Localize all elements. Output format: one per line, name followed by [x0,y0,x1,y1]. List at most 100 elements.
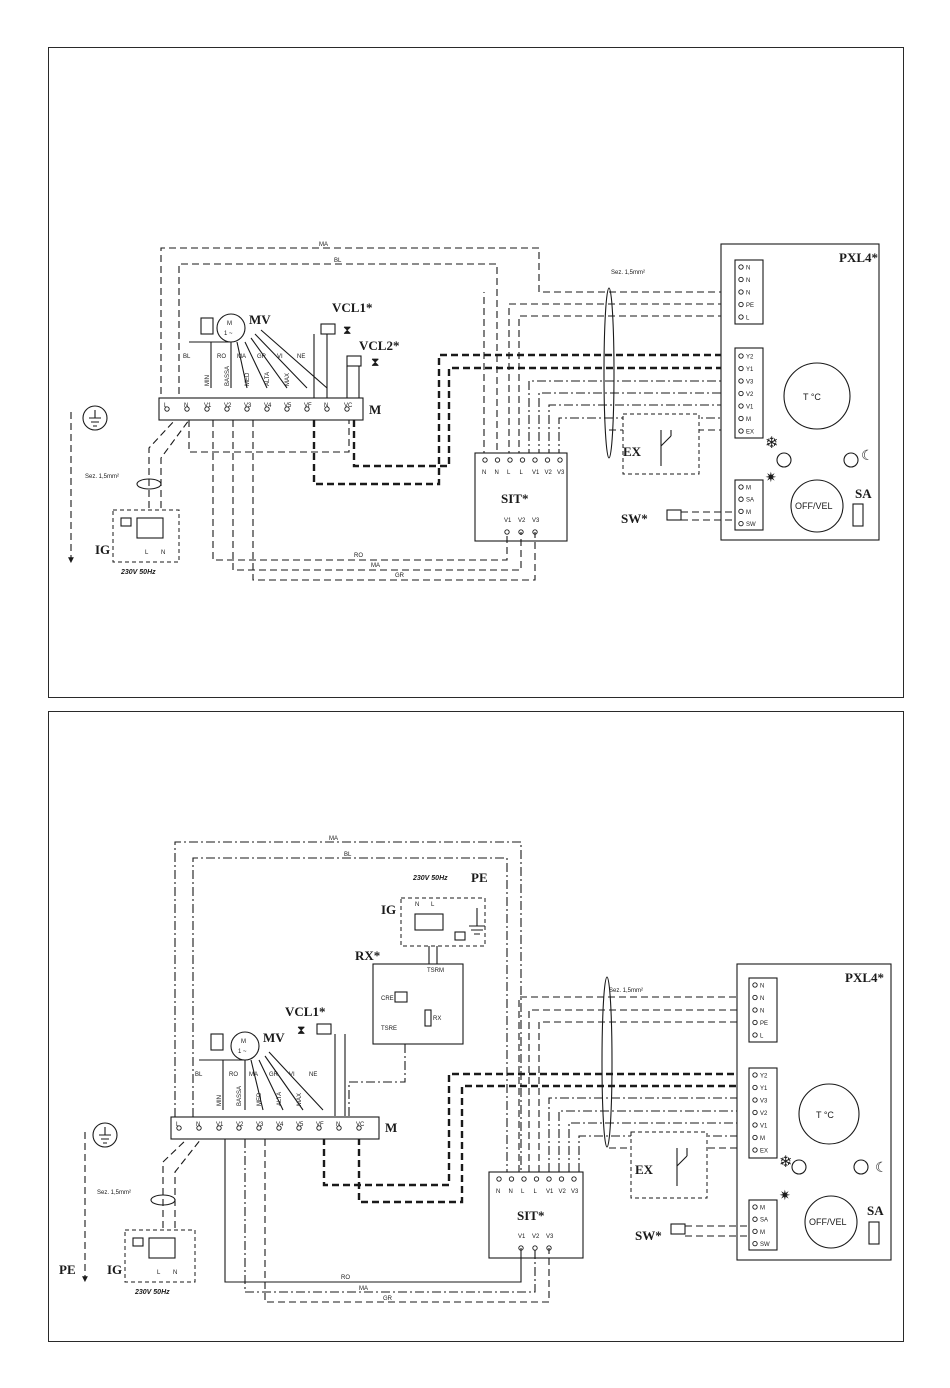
controller-power-2-terminal-label: N [760,984,764,990]
sit-top-terminal-label: V3 [557,470,565,476]
speed-label: MAX [285,373,291,386]
cool-led [776,452,792,468]
temperature-dial[interactable] [783,362,851,430]
sit-top-terminal-dot [557,457,563,463]
off-vel-button[interactable] [790,479,844,533]
controller-sensor-terminal-dot [738,520,744,527]
terminal-block-2-terminal-label: N [336,1122,340,1128]
rx-rx: RX [433,1016,441,1022]
ig-top-coil-icon [454,931,466,941]
controller-power-2-terminal-label: L [760,1034,764,1040]
motor-wires-2 [199,1051,324,1111]
motor-wire-label: GR [257,354,267,360]
controller-speed-2-terminal-label: V3 [760,1099,768,1105]
ground-icon-2 [210,1033,224,1051]
controller-speed-2-terminal-dot [752,1134,758,1141]
motor-icon [216,313,246,343]
wire-bl-label: BL [334,258,342,264]
off-vel-button-2[interactable] [804,1195,858,1249]
motor-symbol-2b: M [241,1039,246,1045]
ex-label: EX [623,444,642,459]
controller-speed-2-terminal-label: M [760,1136,765,1142]
snowflake-icon-2: ❄ [779,1154,792,1171]
controller-sensor-terminal-label: M [746,510,751,516]
terminal-block-label: M [369,402,381,417]
sit-top-terminal-dot [507,457,513,463]
terminal-block-2-terminal-dot [236,1125,242,1131]
sw-label-2: SW* [635,1228,662,1243]
terminal-block-2-terminal-label: V3 [256,1122,264,1128]
controller-sensor-terminal-dot [738,484,744,490]
controller-speed-terminal-dot [738,353,744,359]
terminal-block-terminal-label: L [164,403,168,409]
ig-label: IG [95,542,110,557]
rx-cre: CRE [381,996,394,1002]
terminal-block-2-terminal-dot [216,1125,222,1131]
speed-label-2: MIN [217,1095,223,1106]
controller-power-2-terminal-dot [752,1007,758,1013]
wire-ma [160,247,721,405]
motor-wire-label-2: GR [269,1072,279,1078]
controller-sensor-terminal-label: M [746,486,751,492]
wire-ro [212,420,508,561]
sit-bottom-terminal-label: V2 [518,518,526,524]
cable-bundle [603,287,615,459]
controller-speed-terminal-dot [738,378,744,384]
terminal-block-terminal-label: VC [344,403,353,409]
motor-wire-label: MA [237,354,246,360]
valve-vcl1-icon: ⧗ [343,323,351,337]
controller-speed-terminal-label: V3 [746,380,754,386]
night-led-2 [853,1159,869,1175]
motor-wire-label: RO [217,354,226,360]
sit-top-2-terminal-dot [533,1176,540,1182]
ig-top-terminal-n: N [415,902,419,908]
motor-wire-label-2: VI [289,1072,295,1078]
motor-label: MV [249,312,271,327]
rx-supply-wires [428,946,438,964]
wire-ro-2 [224,1139,522,1283]
wire-ma-bottom-2 [244,1139,536,1293]
terminal-block-terminal-label: N [324,403,328,409]
valve-vcl2-coil-icon [346,355,362,367]
terminal-block-2-terminal-label: V4 [276,1122,284,1128]
motor-wire-label-2: NE [309,1072,317,1078]
temperature-dial-2[interactable] [798,1083,860,1145]
controller-power-2-terminal-dot [752,982,758,988]
wire-bl [178,263,498,458]
wire-ma-2-label: MA [329,836,338,842]
rx-tsre: TSRE [381,1026,397,1032]
wire-l-2 [538,1021,737,1172]
ig-top-label: IG [381,902,396,917]
sit-top-2-terminal-dot [496,1176,502,1182]
controller-sensor-2-terminal-label: SW [760,1242,770,1248]
wire-n2-2 [528,1009,737,1172]
controller-power-2-terminal-label: N [760,996,764,1002]
controller-sensor-terminal-label: SW [746,522,756,528]
terminal-block-terminal-dot [204,406,210,412]
controller-sensor-terminal-label: SA [746,498,754,504]
motor-wire-label-2: MA [249,1072,258,1078]
terminal-block-m-2 [170,1116,380,1140]
rx-label: RX* [355,948,380,963]
terminal-block-terminal-label: VF [304,403,312,409]
sit-bottom-2-terminal-label: V3 [546,1234,554,1240]
terminal-block-terminal-dot [244,406,250,412]
wire-ma-2 [174,841,522,1172]
controller-label-2: PXL4* [845,970,884,985]
sit-top-terminal-label: N [482,470,486,476]
ig-cable-note-2: Sez. 1,5mm² [97,1190,131,1196]
motor-symbol2-2b: 1 ~ [238,1049,247,1055]
sit-top-2-terminal-label: N [509,1189,513,1195]
wire-v2-2 [558,1110,737,1172]
sit-top-terminal-label: V1 [532,470,540,476]
sit-top-2-terminal-dot [508,1176,515,1182]
ig-terminal-l: L [145,550,149,556]
pe-label: PE [59,1262,76,1277]
ig-top-breaker-icon [414,913,444,931]
terminal-block-2-terminal-label: V1 [216,1122,224,1128]
wire-gr-2-label: GR [383,1296,393,1302]
ig-top-earth-icon [469,908,485,935]
motor-symbol-2: 1 ~ [224,331,233,337]
